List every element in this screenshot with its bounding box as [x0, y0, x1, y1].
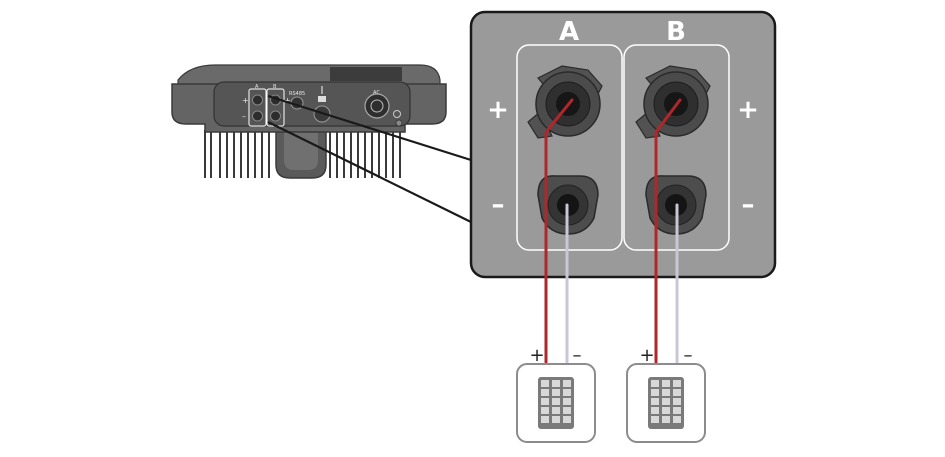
input-a-positive-connector: [527, 65, 603, 139]
connection-panel: [213, 81, 411, 127]
ground-icon: [393, 110, 401, 118]
overview-minus-sign: –: [242, 112, 246, 121]
rs485-label: RS485: [289, 91, 305, 97]
detail-plus-right: +: [737, 95, 759, 125]
pv-string-1-plus: +: [529, 345, 544, 366]
overview-plus-sign: +: [242, 96, 249, 105]
ac-label: AC: [373, 90, 380, 96]
overview-plus-sign-b: +: [284, 96, 291, 105]
inverter-overview: A B + – + RS485 AC: [171, 64, 447, 179]
pv-string-1-minus: –: [573, 345, 582, 366]
input-a-label: A: [559, 17, 579, 47]
zoom-callout-lines: [267, 94, 472, 223]
overview-port-a-label: A: [255, 84, 259, 90]
detail-panel: A B + – + –: [469, 10, 777, 279]
detail-plus-left: +: [487, 95, 509, 125]
pv-string-2: + –: [626, 345, 706, 443]
overview-port-b-label: B: [273, 84, 277, 90]
detail-minus-right: –: [742, 190, 755, 220]
string-1-positive-cable: [544, 98, 574, 364]
cooling-fins: [204, 130, 401, 178]
dc-port-a-outline: [248, 88, 267, 127]
input-a-outline: [516, 44, 623, 251]
grounding-screw: [395, 119, 403, 127]
input-b-positive-connector: [635, 65, 711, 139]
ac-port: [364, 93, 390, 119]
cables: [544, 98, 682, 364]
string-2-positive-cable: [654, 98, 682, 364]
pv-string-2-minus: –: [684, 345, 693, 366]
detail-minus-left: –: [492, 190, 505, 220]
pv-string-2-plus: +: [639, 345, 654, 366]
pv-string-1: + –: [516, 345, 596, 443]
network-icon: [318, 96, 326, 102]
input-b-label: B: [666, 17, 686, 47]
